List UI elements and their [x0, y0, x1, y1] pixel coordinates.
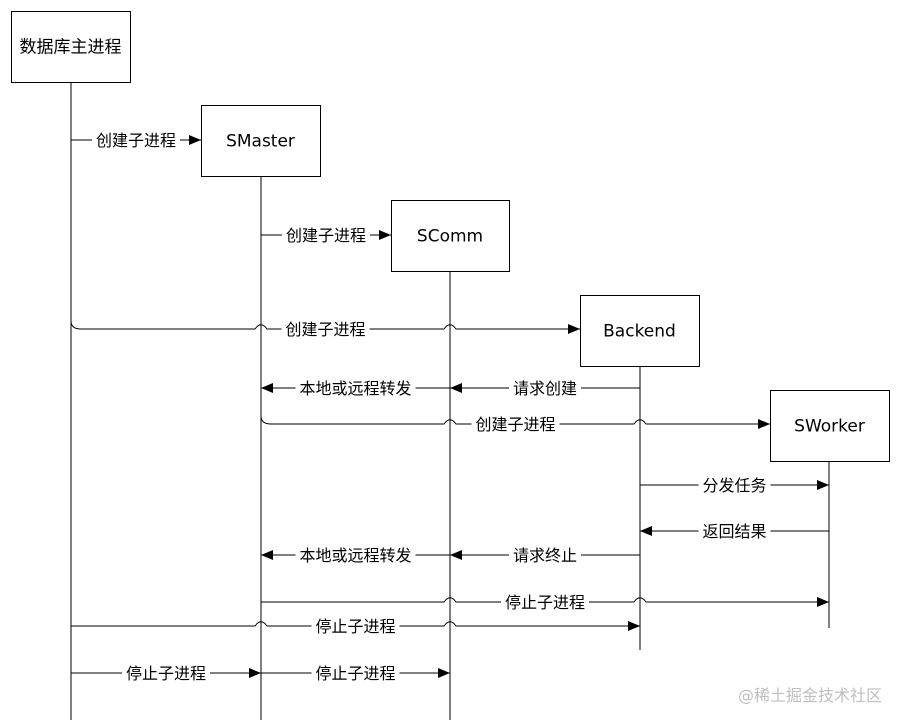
message-label: 请求创建 — [513, 379, 577, 398]
watermark: @稀土掘金技术社区 — [737, 686, 882, 705]
message-label: 停止子进程 — [315, 664, 395, 683]
message-label-background — [295, 545, 416, 566]
message-label: 停止子进程 — [126, 664, 206, 683]
message-label-background — [281, 225, 371, 246]
message-label-background — [295, 378, 416, 399]
participant-label-smaster: SMaster — [226, 132, 295, 152]
message-label-background — [500, 592, 590, 613]
message-label: 本地或远程转发 — [299, 546, 411, 565]
participant-box-backend — [580, 295, 700, 367]
message-label-background — [698, 475, 771, 496]
message-label-background — [471, 414, 560, 435]
participant-box-smaster — [201, 105, 321, 177]
message-label-background — [698, 521, 771, 542]
message-label-background — [91, 130, 181, 151]
participant-label-backend: Backend — [603, 322, 676, 342]
message-label: 请求终止 — [513, 546, 577, 565]
participant-box-main — [11, 11, 131, 83]
message-label: 创建子进程 — [96, 131, 176, 150]
message-arrow — [70, 320, 580, 334]
participant-label-scomm: SComm — [417, 227, 483, 247]
participant-label-sworker: SWorker — [794, 417, 865, 437]
message-label-background — [508, 378, 582, 399]
message-label: 创建子进程 — [285, 320, 365, 339]
message-label: 创建子进程 — [286, 226, 366, 245]
message-label: 停止子进程 — [315, 617, 395, 636]
participant-box-sworker — [770, 390, 890, 462]
participant-label-main: 数据库主进程 — [20, 38, 122, 58]
message-label-background — [311, 663, 400, 684]
message-label: 创建子进程 — [475, 415, 555, 434]
message-label: 停止子进程 — [505, 593, 585, 612]
message-arrow — [260, 415, 770, 429]
message-label-background — [311, 616, 400, 637]
message-label-background — [281, 319, 370, 340]
message-label: 分发任务 — [702, 476, 766, 495]
message-label-background — [121, 663, 211, 684]
message-label: 本地或远程转发 — [299, 379, 411, 398]
participant-box-scomm — [391, 200, 510, 272]
message-label: 返回结果 — [702, 522, 766, 541]
message-label-background — [508, 545, 582, 566]
